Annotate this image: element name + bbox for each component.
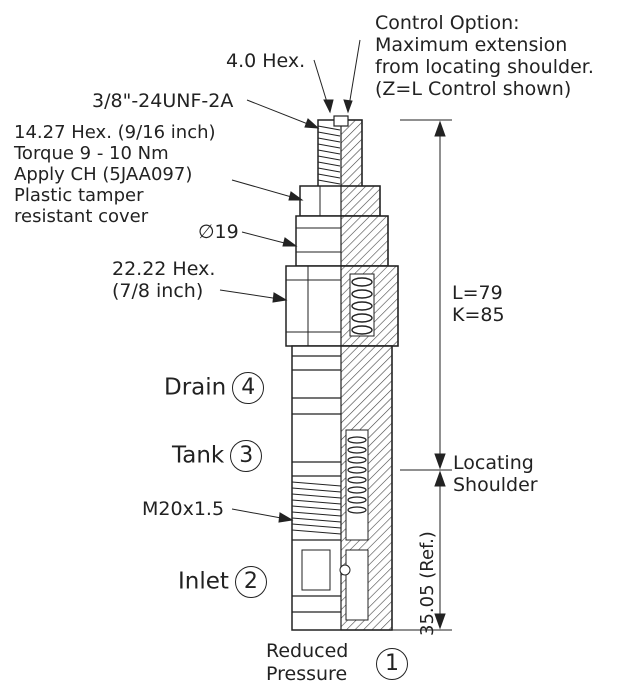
port-inlet-name: Inlet [178, 568, 229, 595]
upper-body [295, 215, 389, 267]
port-inlet-number: 2 [234, 566, 267, 598]
locating-shoulder-line-1: Locating [453, 452, 534, 474]
hex-1427-line-3: Apply CH (5JAA097) [14, 164, 193, 185]
port-reduced-pressure-name: Reduced Pressure [266, 640, 349, 685]
hex-1427-line-2: Torque 9 - 10 Nm [14, 143, 169, 164]
length-dims: L=79 K=85 [452, 282, 505, 326]
control-option-line-3: from locating shoulder. [375, 56, 594, 78]
dimension-lines [380, 119, 452, 631]
locating-shoulder-label: Locating Shoulder [453, 452, 538, 496]
port-drain-name: Drain [164, 374, 227, 401]
port-tank-number: 3 [230, 440, 263, 472]
control-option-line-2: Maximum extension [375, 34, 568, 56]
hex-2222-line-1: 22.22 Hex. [112, 258, 216, 280]
adjustment-stem [317, 115, 363, 191]
thread-unf-label: 3/8"-24UNF-2A [92, 90, 234, 112]
diameter-label: ∅19 [198, 221, 239, 243]
hex-2222-callout: 22.22 Hex. (7/8 inch) [112, 258, 215, 302]
body-hex [285, 265, 399, 347]
dim-k: K=85 [452, 304, 505, 326]
control-option-line-4: (Z=L Control shown) [375, 78, 572, 100]
ref-dimension-label: 35.05 (Ref.) [417, 531, 438, 636]
hex-4-label: 4.0 Hex. [226, 50, 306, 72]
port-tank-name: Tank [172, 442, 225, 469]
hex-1427-line-5: resistant cover [14, 206, 149, 227]
hex-2222-line-2: (7/8 inch) [112, 280, 204, 302]
port-drain-number: 4 [232, 372, 265, 404]
control-option-line-1: Control Option: [375, 12, 520, 34]
leader-lines [219, 39, 361, 523]
thread-metric-label: M20x1.5 [142, 498, 225, 520]
locating-shoulder-line-2: Shoulder [453, 474, 538, 496]
lock-nut-hex [299, 185, 381, 217]
control-option-callout: Control Option: Maximum extension from l… [375, 12, 594, 100]
hex-1427-line-4: Plastic tamper [14, 185, 144, 206]
port-reduced-pressure: 1 [370, 648, 408, 680]
dim-l: L=79 [452, 282, 503, 304]
hex-1427-line-1: 14.27 Hex. (9/16 inch) [14, 122, 216, 143]
port-reduced-pressure-number: 1 [376, 648, 408, 680]
hex-1427-callout: 14.27 Hex. (9/16 inch) Torque 9 - 10 Nm … [14, 122, 216, 227]
cartridge-body [291, 345, 393, 631]
